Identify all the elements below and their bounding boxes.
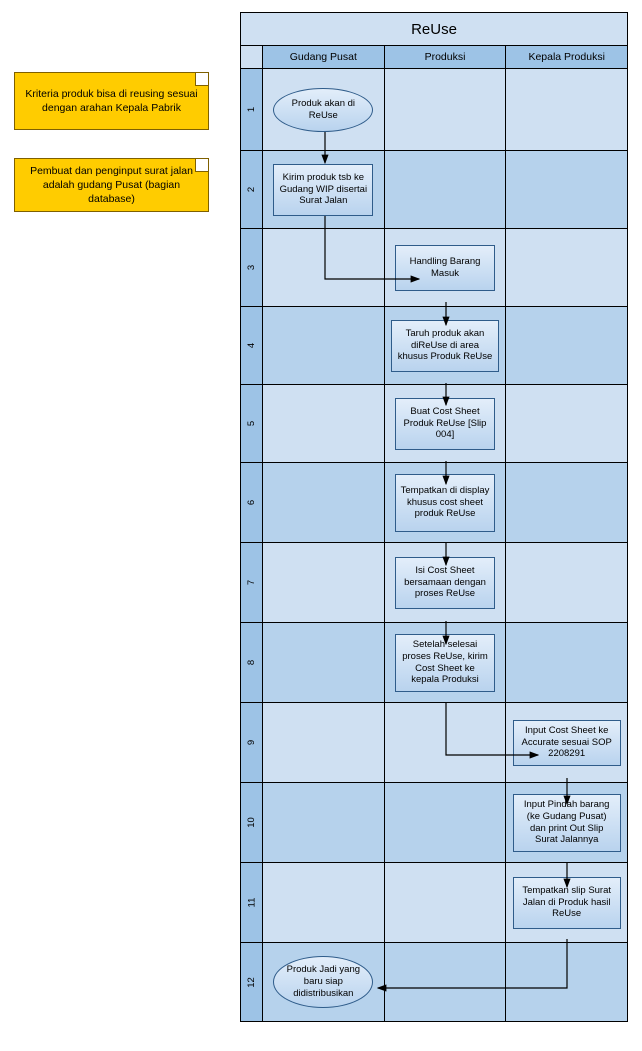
node-label: Taruh produk akan diReUse di area khusus… [397, 327, 493, 363]
node-label: Setelah selesai proses ReUse, kirim Cost… [402, 638, 488, 686]
cell-r7-produksi: Isi Cost Sheet bersamaan dengan proses R… [384, 543, 507, 622]
table-row: 1 Produk akan di ReUse [241, 69, 628, 151]
table-row: 11 Tempatkan slip Surat Jalan di Produk … [241, 863, 628, 943]
row-number: 5 [241, 385, 263, 462]
row-number: 4 [241, 307, 263, 384]
cell-r7-gudang-pusat [263, 543, 385, 622]
table-row: 6 Tempatkan di display khusus cost sheet… [241, 463, 628, 543]
cell-r12-produksi [384, 943, 507, 1021]
cell-r5-produksi: Buat Cost Sheet Produk ReUse [Slip 004] [384, 385, 507, 462]
node-label: Produk Jadi yang baru siap didistribusik… [286, 964, 361, 999]
node-tempatkan-slip-surat-jalan[interactable]: Tempatkan slip Surat Jalan di Produk has… [512, 876, 621, 929]
flowchart-body: 1 Produk akan di ReUse 2 Kirim produk ts… [241, 69, 628, 1021]
node-tempatkan-display-cost-sheet[interactable]: Tempatkan di display khusus cost sheet p… [395, 473, 495, 532]
cell-r10-gudang-pusat [263, 783, 385, 862]
row-number: 2 [241, 151, 263, 228]
cell-r6-gudang-pusat [263, 463, 385, 542]
cell-r10-kepala-produksi: Input Pindah barang (ke Gudang Pusat) da… [506, 783, 628, 862]
cell-r9-kepala-produksi: Input Cost Sheet ke Accurate sesuai SOP … [506, 703, 628, 782]
node-input-pindah-barang[interactable]: Input Pindah barang (ke Gudang Pusat) da… [512, 793, 621, 852]
node-label: Input Pindah barang (ke Gudang Pusat) da… [523, 798, 610, 846]
column-header-kepala-produksi: Kepala Produksi [506, 46, 628, 68]
cell-r3-kepala-produksi [506, 229, 628, 306]
node-kirim-cost-sheet-ke-kepala-produksi[interactable]: Setelah selesai proses ReUse, kirim Cost… [395, 633, 495, 692]
cell-r9-produksi [384, 703, 507, 782]
row-number: 10 [241, 783, 263, 862]
cell-r1-gudang-pusat: Produk akan di ReUse [263, 69, 385, 150]
cell-r3-gudang-pusat [263, 229, 385, 306]
flowchart-header-row: Gudang Pusat Produksi Kepala Produksi [241, 46, 628, 69]
column-header-produksi: Produksi [384, 46, 507, 68]
table-row: 12 Produk Jadi yang baru siap didistribu… [241, 943, 628, 1021]
node-produk-akan-di-reuse[interactable]: Produk akan di ReUse [273, 87, 374, 132]
flowchart-container: ReUse Gudang Pusat Produksi Kepala Produ… [240, 12, 628, 1022]
node-buat-cost-sheet[interactable]: Buat Cost Sheet Produk ReUse [Slip 004] [395, 397, 495, 450]
node-kirim-produk-ke-gudang-wip[interactable]: Kirim produk tsb ke Gudang WIP disertai … [273, 163, 374, 216]
row-number: 7 [241, 543, 263, 622]
cell-r2-gudang-pusat: Kirim produk tsb ke Gudang WIP disertai … [263, 151, 385, 228]
node-taruh-produk-area-khusus[interactable]: Taruh produk akan diReUse di area khusus… [391, 319, 499, 372]
cell-r11-kepala-produksi: Tempatkan slip Surat Jalan di Produk has… [506, 863, 628, 942]
cell-r7-kepala-produksi [506, 543, 628, 622]
row-number: 1 [241, 69, 263, 150]
cell-r8-kepala-produksi [506, 623, 628, 702]
node-label: Tempatkan di display khusus cost sheet p… [400, 484, 490, 520]
cell-r1-kepala-produksi [506, 69, 628, 150]
node-produk-jadi-siap-didistribusikan[interactable]: Produk Jadi yang baru siap didistribusik… [273, 956, 374, 1008]
table-row: 2 Kirim produk tsb ke Gudang WIP diserta… [241, 151, 628, 229]
cell-r11-produksi [384, 863, 507, 942]
table-row: 9 Input Cost Sheet ke Accurate sesuai SO… [241, 703, 628, 783]
table-row: 4 Taruh produk akan diReUse di area khus… [241, 307, 628, 385]
table-row: 5 Buat Cost Sheet Produk ReUse [Slip 004… [241, 385, 628, 463]
cell-r6-kepala-produksi [506, 463, 628, 542]
row-number: 8 [241, 623, 263, 702]
table-row: 8 Setelah selesai proses ReUse, kirim Co… [241, 623, 628, 703]
table-row: 3 Handling Barang Masuk [241, 229, 628, 307]
note-text: Pembuat dan penginput surat jalan adalah… [30, 164, 193, 206]
row-number: 9 [241, 703, 263, 782]
row-number: 6 [241, 463, 263, 542]
note-fold-icon [195, 159, 208, 172]
cell-r12-gudang-pusat: Produk Jadi yang baru siap didistribusik… [263, 943, 385, 1021]
node-handling-barang-masuk[interactable]: Handling Barang Masuk [395, 244, 495, 291]
node-label: Input Cost Sheet ke Accurate sesuai SOP … [521, 724, 612, 760]
node-label: Isi Cost Sheet bersamaan dengan proses R… [404, 564, 486, 600]
cell-r11-gudang-pusat [263, 863, 385, 942]
cell-r5-kepala-produksi [506, 385, 628, 462]
node-input-cost-sheet-accurate[interactable]: Input Cost Sheet ke Accurate sesuai SOP … [512, 719, 621, 766]
node-label: Kirim produk tsb ke Gudang WIP disertai … [279, 171, 368, 207]
cell-r4-gudang-pusat [263, 307, 385, 384]
cell-r3-produksi: Handling Barang Masuk [384, 229, 507, 306]
note-fold-icon [195, 73, 208, 86]
row-number: 12 [241, 943, 263, 1021]
cell-r5-gudang-pusat [263, 385, 385, 462]
table-row: 10 Input Pindah barang (ke Gudang Pusat)… [241, 783, 628, 863]
cell-r10-produksi [384, 783, 507, 862]
row-number: 11 [241, 863, 263, 942]
node-label: Produk akan di ReUse [291, 97, 356, 121]
cell-r8-produksi: Setelah selesai proses ReUse, kirim Cost… [384, 623, 507, 702]
note-pembuat-surat-jalan: Pembuat dan penginput surat jalan adalah… [14, 158, 209, 212]
column-header-gudang-pusat: Gudang Pusat [263, 46, 385, 68]
cell-r6-produksi: Tempatkan di display khusus cost sheet p… [384, 463, 507, 542]
cell-r4-produksi: Taruh produk akan diReUse di area khusus… [384, 307, 507, 384]
cell-r12-kepala-produksi [506, 943, 628, 1021]
note-text: Kriteria produk bisa di reusing sesuai d… [25, 87, 198, 114]
table-row: 7 Isi Cost Sheet bersamaan dengan proses… [241, 543, 628, 623]
node-label: Handling Barang Masuk [409, 255, 481, 279]
cell-r1-produksi [384, 69, 507, 150]
cell-r4-kepala-produksi [506, 307, 628, 384]
cell-r2-produksi [384, 151, 507, 228]
cell-r2-kepala-produksi [506, 151, 628, 228]
header-corner-cell [241, 46, 263, 68]
node-isi-cost-sheet[interactable]: Isi Cost Sheet bersamaan dengan proses R… [395, 556, 495, 609]
node-label: Buat Cost Sheet Produk ReUse [Slip 004] [403, 405, 487, 441]
cell-r8-gudang-pusat [263, 623, 385, 702]
node-label: Tempatkan slip Surat Jalan di Produk has… [522, 884, 612, 920]
flowchart-title: ReUse [241, 13, 627, 46]
row-number: 3 [241, 229, 263, 306]
cell-r9-gudang-pusat [263, 703, 385, 782]
note-kriteria-produk: Kriteria produk bisa di reusing sesuai d… [14, 72, 209, 130]
